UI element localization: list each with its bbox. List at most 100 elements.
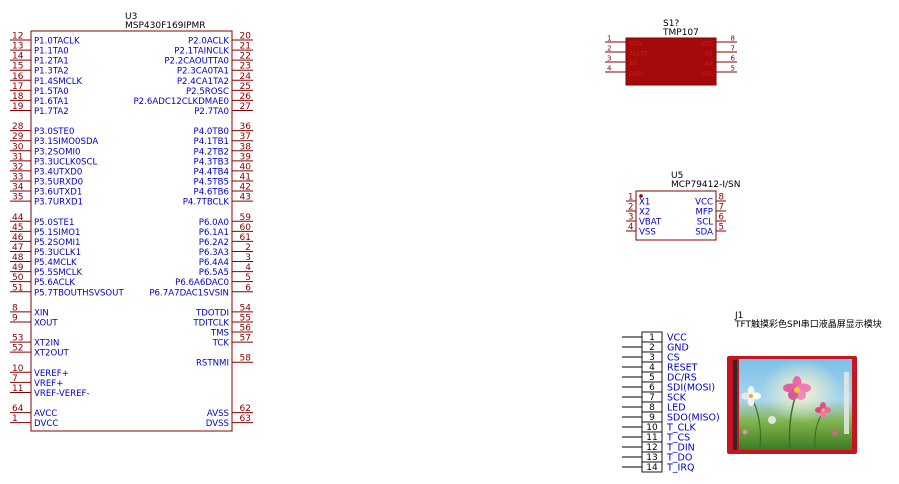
pin-number: 1 — [628, 193, 633, 203]
pin-number: 1 — [607, 35, 611, 43]
u3-pin-6[interactable]: 6P6.7A7DAC1SVSIN — [149, 283, 253, 298]
pin-number: 15 — [12, 62, 23, 72]
s1-pin-6[interactable]: 6A2 — [705, 55, 737, 68]
pin-name: A0 — [629, 61, 637, 68]
u3-pin-2[interactable]: 2P6.3A3 — [199, 243, 253, 258]
u3-right-pins: 20P2.0ACLK21P2.1TAINCLK22P2.2CAOUTTA023P… — [133, 32, 253, 429]
pin-number: 9 — [649, 413, 655, 423]
pin-name: TCK — [212, 339, 230, 349]
u3-pin-5[interactable]: 5P6.6A6DAC0 — [175, 273, 253, 288]
u3-pin-4[interactable]: 4P6.5A5 — [199, 263, 253, 278]
pin-name: P3.5URXD0 — [34, 177, 83, 187]
s1-pin-7[interactable]: 7A1 — [705, 45, 737, 58]
u3-pin-3[interactable]: 3P6.4A4 — [199, 253, 253, 268]
s1-pin-3[interactable]: 3A0 — [605, 55, 637, 68]
pin-number: 45 — [12, 223, 23, 233]
pin-number: 1 — [649, 333, 655, 343]
pin-number: 7 — [12, 374, 18, 384]
pin-number: 14 — [12, 52, 24, 62]
